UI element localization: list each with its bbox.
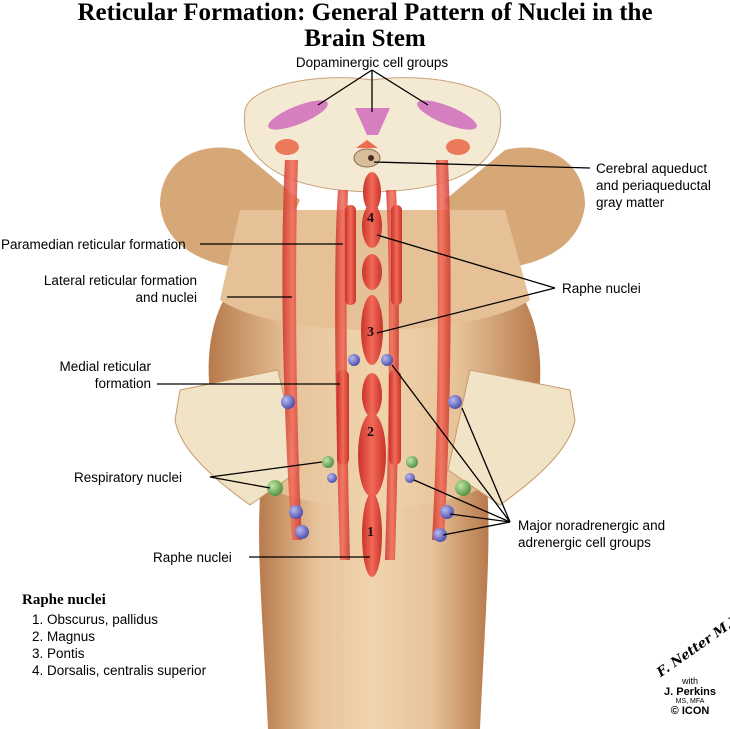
noradrenergic-nucleus: [433, 528, 447, 542]
label-dopaminergic: Dopaminergic cell groups: [295, 55, 449, 70]
medulla: [259, 470, 489, 729]
raphe-chain-b: [362, 254, 382, 290]
raphe-1: [362, 493, 382, 577]
aqueduct: [353, 148, 381, 168]
medial-column-right: [389, 370, 401, 465]
noradrenergic-nucleus: [348, 354, 360, 366]
noradrenergic-nucleus: [327, 473, 337, 483]
label-paramedian: Paramedian reticular formation: [1, 237, 186, 252]
legend-item: 4. Dorsalis, centralis superior: [32, 663, 207, 678]
respiratory-nucleus: [406, 456, 418, 468]
noradrenergic-nucleus: [440, 505, 454, 519]
label-lateral: Lateral reticular formation and nuclei: [43, 273, 197, 305]
legend-item: 2. Magnus: [32, 629, 96, 644]
lateral-upper-left: [345, 205, 356, 305]
raphe-4: [362, 204, 382, 248]
raphe-chain-a: [363, 172, 381, 212]
signature-name: J. Perkins: [664, 686, 716, 698]
icon-logo: © ICON: [670, 705, 710, 717]
leader-lines: [157, 69, 591, 558]
label-raphe-left: Raphe nuclei: [153, 550, 232, 565]
icon-logo-text: ICON: [681, 705, 710, 717]
raphe-chain-c: [362, 373, 382, 417]
left-peduncle-section: [174, 369, 301, 506]
noradrenergic-nucleus: [405, 473, 415, 483]
label-raphe-right: Raphe nuclei: [562, 281, 641, 296]
page-title: Reticular Formation: General Pattern of …: [0, 0, 730, 52]
right-peduncle-section: [447, 369, 576, 506]
noradrenergic-nucleus: [289, 505, 303, 519]
raphe-legend: Raphe nuclei 1. Obscurus, pallidus 2. Ma…: [22, 592, 206, 679]
label-medial: Medial reticular formation: [59, 359, 151, 391]
raphe-number-1: 1: [367, 525, 374, 540]
aqueduct-lumen: [368, 155, 374, 161]
red-spot-left: [275, 139, 299, 155]
noradrenergic-nucleus: [448, 395, 462, 409]
legend-item: 1. Obscurus, pallidus: [32, 612, 159, 627]
lateral-column-left: [282, 160, 302, 540]
noradrenergic-nucleus: [281, 395, 295, 409]
raphe-number-4: 4: [367, 211, 374, 226]
label-aqueduct: Cerebral aqueduct and periaqueductal gra…: [596, 161, 711, 210]
title-line-2: Brain Stem: [304, 25, 426, 52]
label-noradrenergic: Major noradrenergic and adrenergic cell …: [518, 518, 666, 550]
artist-signature: F. Netter M.D. with J. Perkins MS, MFA ©…: [652, 609, 730, 717]
noradrenergic-nucleus: [381, 354, 393, 366]
signature-credentials: MS, MFA: [675, 698, 705, 705]
noradrenergic-nucleus: [295, 525, 309, 539]
label-respiratory: Respiratory nuclei: [74, 470, 183, 485]
respiratory-nucleus: [267, 480, 283, 496]
raphe-number-3: 3: [367, 325, 374, 340]
dopaminergic-right: [417, 100, 477, 130]
dopaminergic-left: [268, 100, 328, 130]
medial-column-left: [337, 370, 349, 465]
signature-with: with: [681, 676, 698, 686]
lateral-upper-right: [391, 205, 402, 305]
dopaminergic-center: [355, 108, 390, 135]
respiratory-nucleus: [322, 456, 334, 468]
respiratory-nucleus: [455, 480, 471, 496]
legend-item: 3. Pontis: [32, 646, 85, 661]
raphe-top: [356, 140, 378, 148]
raphe-2: [358, 413, 386, 497]
raphe-number-2: 2: [367, 425, 374, 440]
red-spot-right: [446, 139, 470, 155]
legend-title: Raphe nuclei: [22, 592, 106, 608]
raphe-3: [361, 295, 383, 365]
title-line-1: Reticular Formation: General Pattern of …: [77, 0, 653, 26]
